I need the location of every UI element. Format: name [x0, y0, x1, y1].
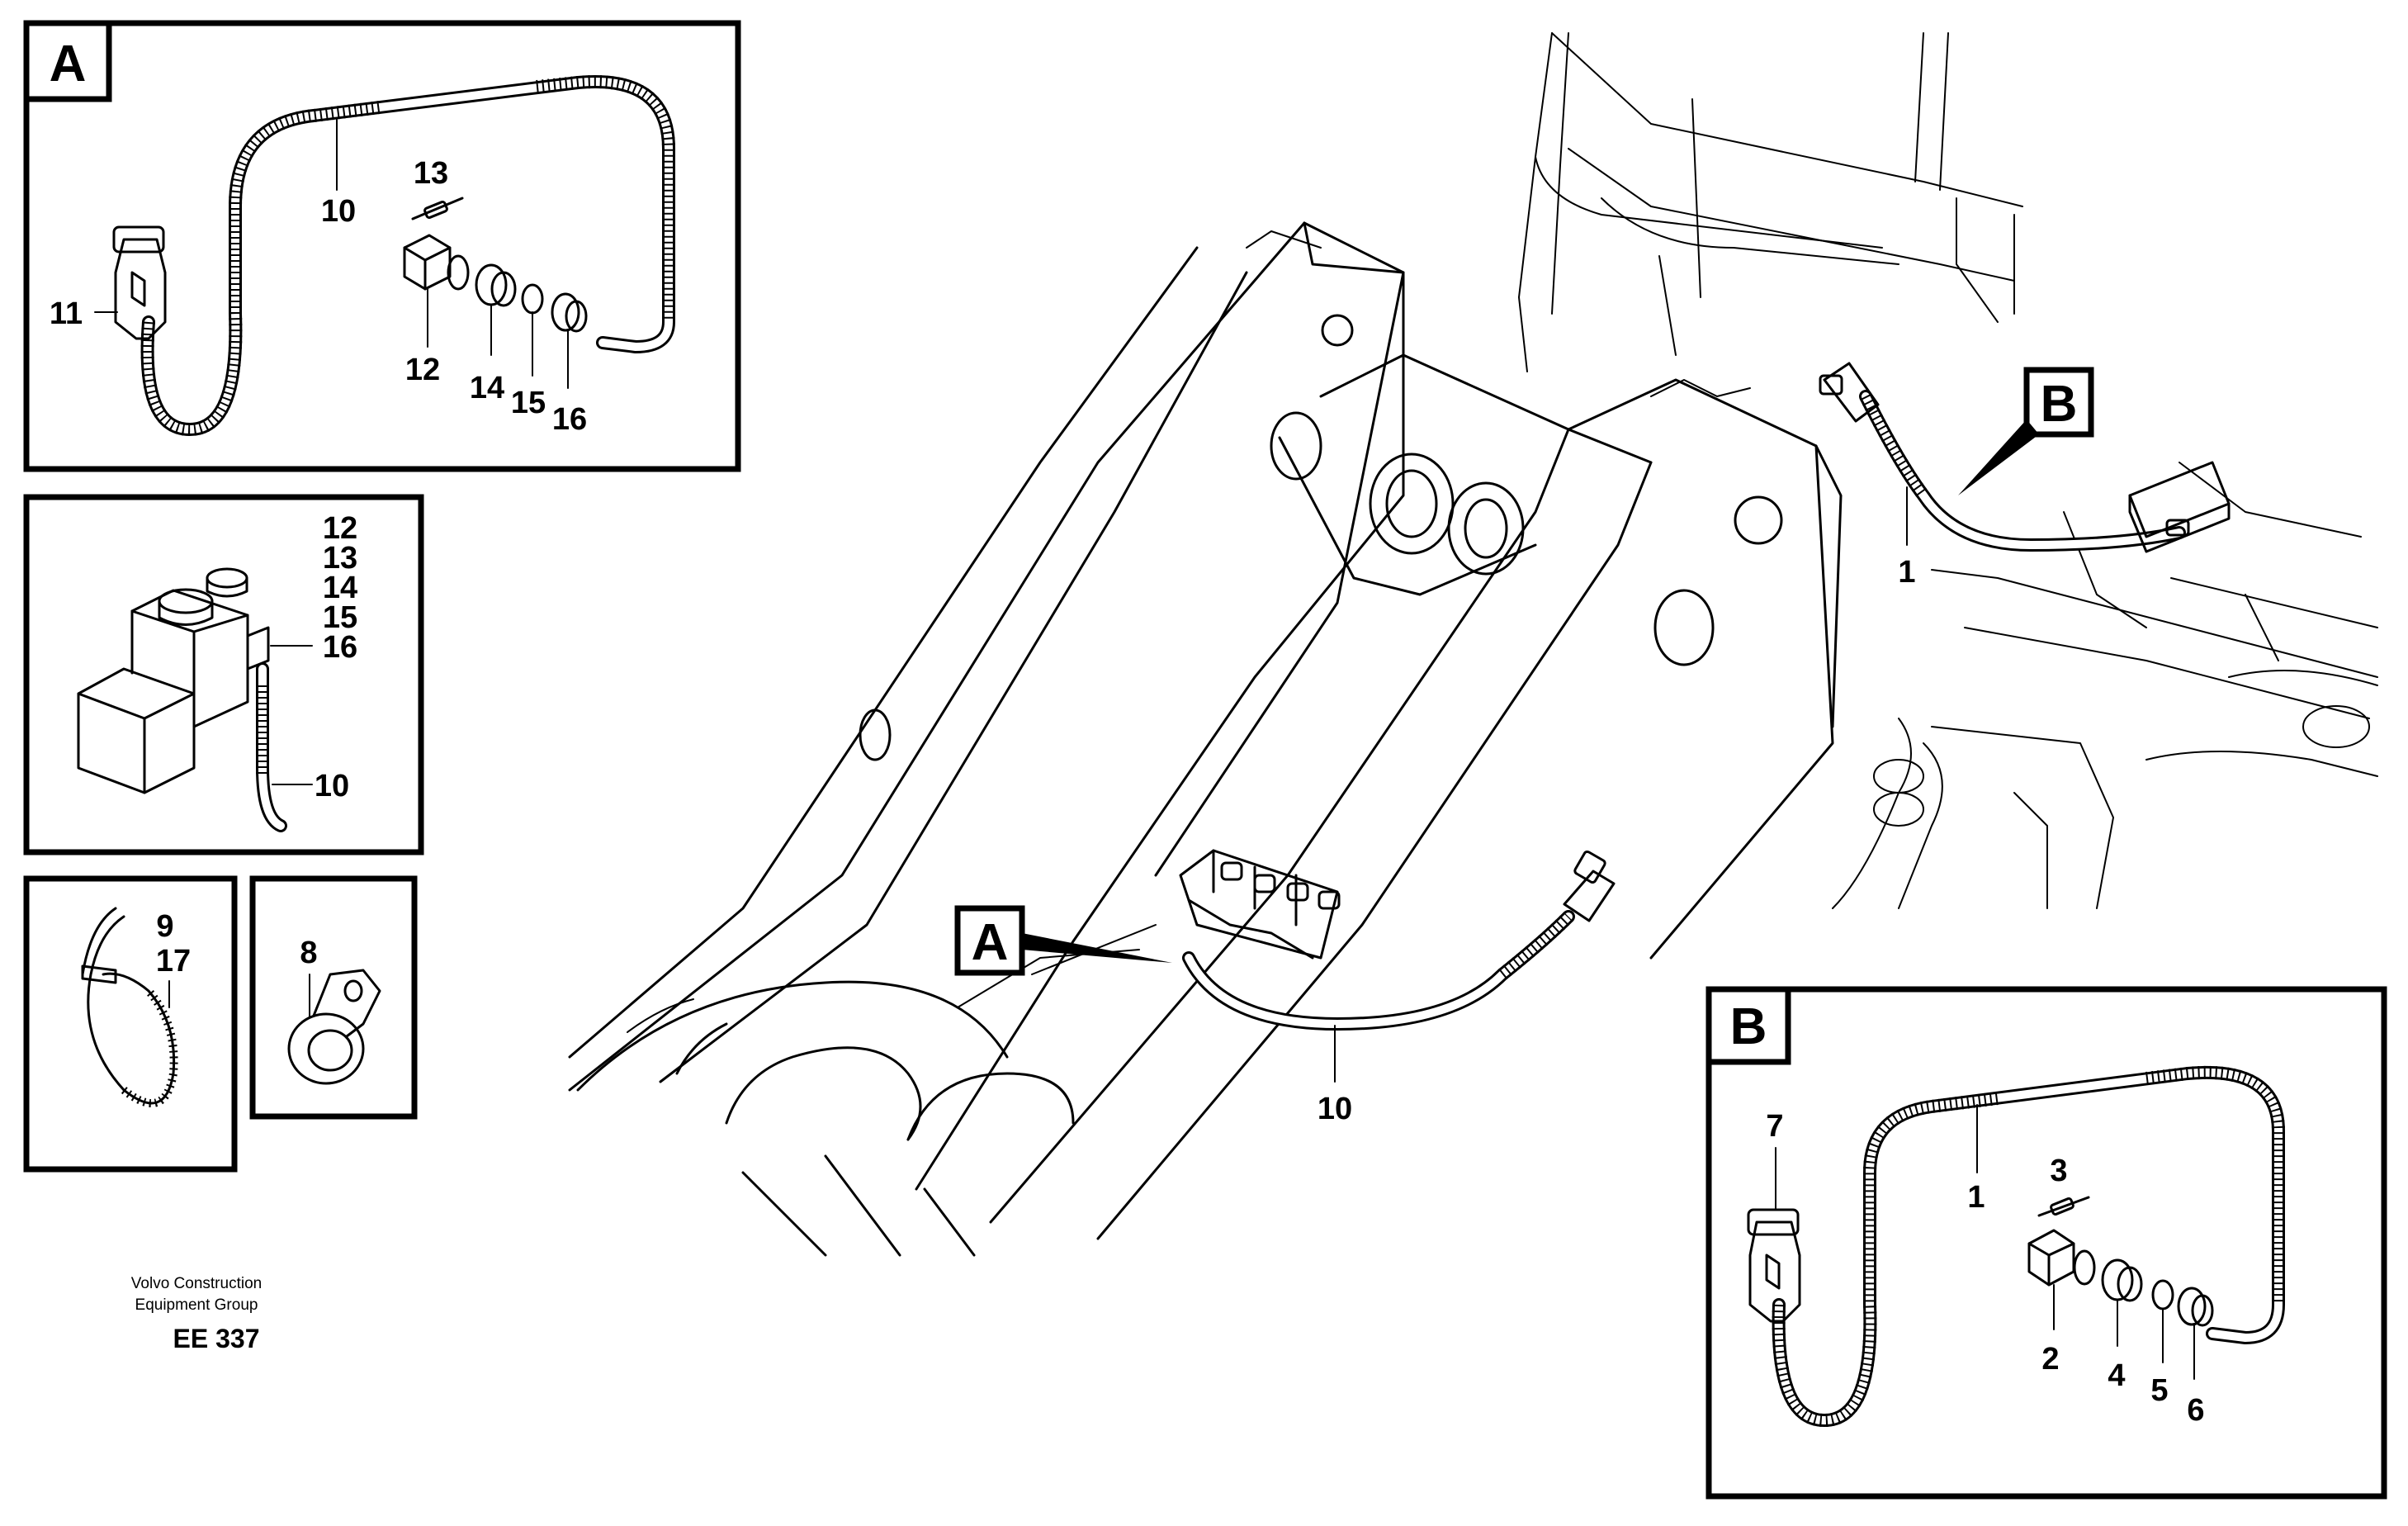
publisher-footer: Volvo Construction Equipment Group EE 33… [131, 1275, 262, 1353]
detail-b-label-5: 5 [2150, 1373, 2168, 1408]
detail-a-label-13: 13 [414, 156, 448, 191]
callout-b-main: B [1958, 367, 2094, 495]
tie-label-17: 17 [156, 944, 191, 979]
detail-a-box: A 10 11 12 13 14 15 [23, 20, 741, 472]
detail-b-label-4: 4 [2108, 1358, 2125, 1393]
valve-label-15: 15 [323, 600, 357, 635]
detail-a-label-11: 11 [50, 296, 83, 331]
main-label-1: 1 [1898, 486, 1916, 590]
detail-b-letter: B [1730, 998, 1767, 1055]
callout-b-letter: B [2041, 376, 2078, 433]
harness-10-main [1182, 850, 1616, 1031]
detail-a-label-15: 15 [511, 386, 546, 420]
valve-label-12: 12 [323, 511, 357, 546]
tie-label-9: 9 [156, 909, 173, 944]
detail-b-label-3: 3 [2050, 1154, 2067, 1188]
detail-valve-box: 12 13 14 15 16 10 [23, 494, 424, 855]
footer-line-2: Equipment Group [135, 1296, 258, 1314]
control-valve-block [1179, 849, 1341, 960]
clamp-label-8: 8 [300, 936, 317, 970]
detail-a-label-10: 10 [321, 194, 356, 229]
valve-label-13: 13 [323, 541, 357, 576]
valve-label-14: 14 [323, 571, 357, 605]
detail-a-letter: A [50, 36, 87, 92]
main-label-10: 10 [1318, 1025, 1352, 1126]
detail-a-label-12: 12 [405, 353, 440, 387]
detail-a-label-16: 16 [552, 402, 587, 437]
svg-text:1: 1 [1898, 555, 1915, 590]
detail-clamp-box: 8 [249, 875, 418, 1120]
detail-b-box: B 1 2 3 4 5 6 7 [1705, 986, 2387, 1500]
callout-a-letter: A [972, 914, 1009, 971]
detail-b-label-1: 1 [1967, 1180, 1985, 1215]
valve-label-10: 10 [315, 769, 349, 803]
detail-a-label-14: 14 [470, 371, 504, 405]
callout-a-main: A [954, 905, 1172, 976]
detail-b-label-6: 6 [2187, 1393, 2204, 1428]
svg-text:10: 10 [1318, 1092, 1352, 1126]
valve-label-16: 16 [323, 630, 357, 665]
machine-frame-drawing [568, 32, 2378, 1257]
detail-b-label-7: 7 [1766, 1109, 1783, 1144]
footer-line-1: Volvo Construction [131, 1275, 262, 1292]
harness-1-main [1819, 362, 2231, 553]
detail-b-label-2: 2 [2041, 1342, 2059, 1377]
detail-tie-box: 9 17 [23, 875, 238, 1173]
footer-code: EE 337 [173, 1324, 260, 1353]
